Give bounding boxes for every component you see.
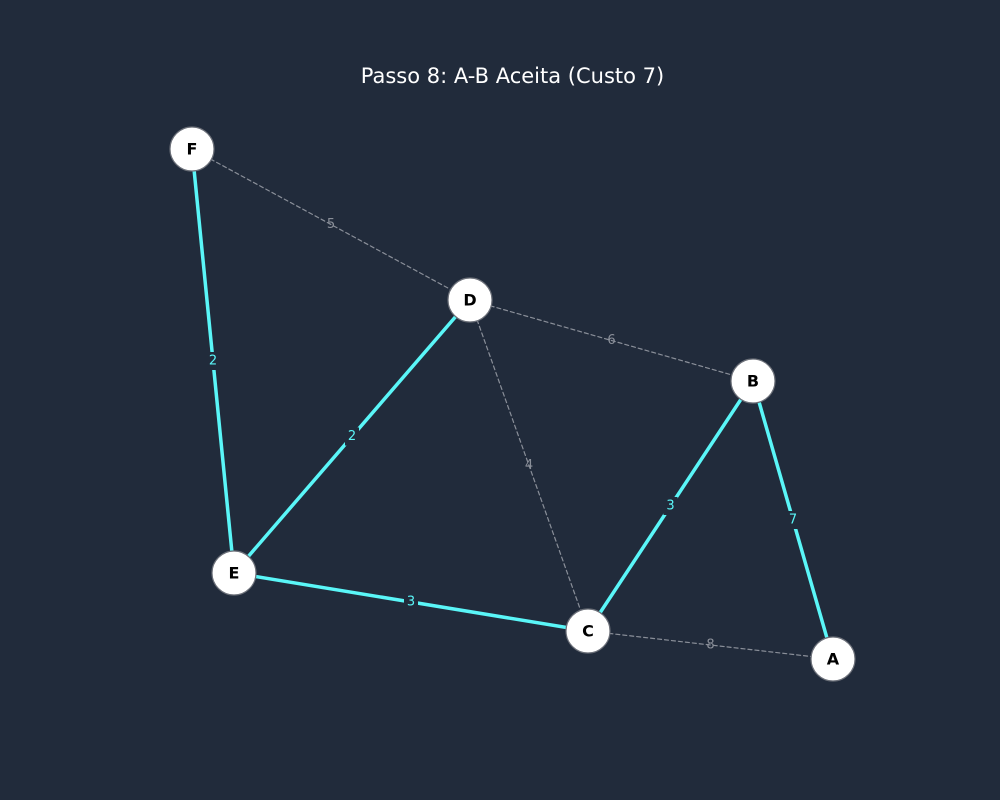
edge-weight-label: 3 xyxy=(407,595,415,610)
edges-layer xyxy=(190,147,835,661)
node-label: A xyxy=(827,650,840,669)
node-circle xyxy=(565,608,611,654)
node-circle xyxy=(211,550,257,596)
edge-weight-bg xyxy=(345,427,359,446)
node-circle xyxy=(447,277,493,323)
node-label: B xyxy=(747,372,759,391)
node-d: D xyxy=(447,277,493,323)
node-a: A xyxy=(810,636,856,682)
node-circle xyxy=(169,126,215,172)
node-c: C xyxy=(565,608,611,654)
edge-d-c xyxy=(469,299,589,632)
node-label: E xyxy=(229,564,240,583)
edge-weight-label: 7 xyxy=(789,513,797,528)
nodes-layer: A B C D E F xyxy=(169,126,856,682)
node-label: F xyxy=(187,140,198,159)
edge-f-d xyxy=(191,148,471,301)
edge-c-a xyxy=(587,630,834,660)
edge-weight-bg xyxy=(404,593,418,611)
edge-weight-label: 8 xyxy=(706,638,714,653)
edge-weight-label: 3 xyxy=(666,499,674,514)
edge-weight-bg xyxy=(663,497,678,515)
weights-layer: 5 6 4 8 2 2 3 3 7 xyxy=(206,217,800,653)
node-f: F xyxy=(169,126,215,172)
edge-weight-bg xyxy=(786,511,800,529)
edge-weight-label: 5 xyxy=(327,217,335,232)
node-e: E xyxy=(211,550,257,596)
edge-weight-label: 2 xyxy=(209,354,217,369)
edge-weight-label: 6 xyxy=(607,333,615,348)
edge-d-b xyxy=(469,299,754,382)
node-circle xyxy=(730,358,776,404)
node-label: C xyxy=(582,622,594,641)
node-circle xyxy=(810,636,856,682)
edge-weight-label: 4 xyxy=(525,458,533,473)
edge-weight-bg xyxy=(206,352,220,370)
node-b: B xyxy=(730,358,776,404)
node-label: D xyxy=(463,291,476,310)
edge-weight-label: 2 xyxy=(348,429,356,444)
diagram-title: Passo 8: A-B Aceita (Custo 7) xyxy=(360,64,665,88)
